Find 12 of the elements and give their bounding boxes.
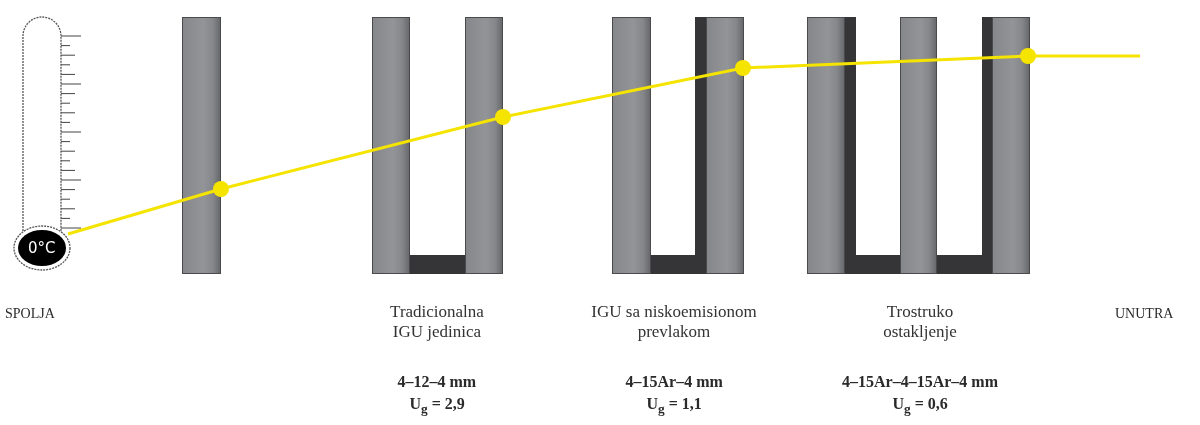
glazing-type-label: Tradicionalna IGU jedinica xyxy=(389,302,485,342)
side-label: UNUTRA xyxy=(1115,305,1174,323)
glazing-spec-label: 4–15Ar–4 mm xyxy=(625,372,723,392)
glazing-spec-label: 4–15Ar–4–15Ar–4 mm xyxy=(842,372,998,392)
glazing-type-label: Trostruko ostakljenje xyxy=(882,302,958,342)
glazing-spec-label: 4–12–4 mm xyxy=(397,372,477,392)
u-value-label: U$_{g}$ = 0,6 xyxy=(892,394,948,419)
side-label: SPOLJA xyxy=(5,305,55,323)
glazing-type-label: IGU sa niskoemisionom prevlakom xyxy=(590,302,758,342)
temperature-label: 0°C xyxy=(28,238,56,258)
u-value-label: U$_{g}$ = 1,1 xyxy=(646,394,702,419)
u-value-label: U$_{g}$ = 2,9 xyxy=(409,394,465,419)
